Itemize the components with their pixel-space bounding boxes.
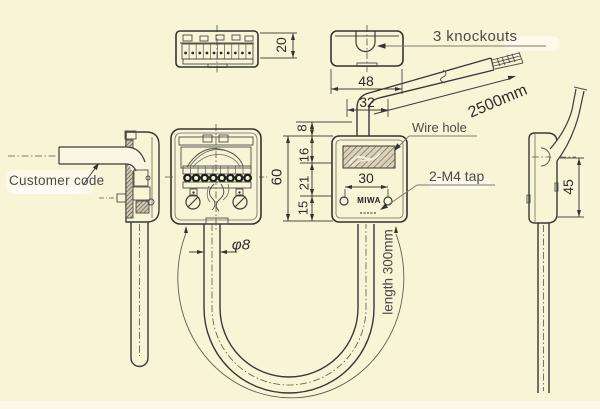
cable-diameter-label: φ8 <box>231 236 251 254</box>
dim-32-label: 32 <box>359 94 375 110</box>
side-view-left <box>8 130 160 368</box>
miwa-logo: MIWA <box>357 196 381 205</box>
customer-code-label: Customer code <box>9 173 105 188</box>
dim-20-label: 20 <box>273 37 289 53</box>
dim-20 <box>260 32 297 59</box>
dim-48-label: 48 <box>358 73 374 89</box>
top-view-connector <box>175 25 259 73</box>
wire-hole-label: Wire hole <box>412 120 467 135</box>
top-view-cover <box>330 25 404 72</box>
paper-smudge <box>505 36 560 51</box>
cable-diameter-dim <box>189 250 237 254</box>
dim-15-label: 15 <box>295 200 311 216</box>
loop-length-dim <box>177 226 405 399</box>
erased-text-smear <box>12 187 80 194</box>
knockouts-label: 3 knockouts <box>433 28 518 45</box>
side-view-right <box>526 86 588 393</box>
back-view <box>331 135 408 223</box>
dim-45 <box>557 157 584 218</box>
paper-smudge <box>428 178 490 189</box>
cable-2500 <box>356 51 524 136</box>
dim-21-label: 21 <box>296 175 312 191</box>
wire-hole-leader <box>394 135 477 151</box>
m4-tap-leader <box>380 184 495 210</box>
m4-tap-left <box>339 196 349 206</box>
wire-hole-area <box>342 145 396 169</box>
dim-chain <box>283 121 352 222</box>
dim-16-label: 16 <box>296 147 312 163</box>
paper-edge <box>0 401 600 409</box>
dim-45-label: 45 <box>560 179 576 195</box>
dim-48 <box>330 69 403 94</box>
loop-length-label: length 300mm <box>380 229 396 315</box>
dim-30-label: 30 <box>358 170 374 186</box>
dim-60-label: 60 <box>268 168 286 186</box>
customer-code-leader <box>82 163 99 186</box>
m4-tap-label: 2-M4 tap <box>429 168 485 184</box>
front-view <box>165 124 267 230</box>
dim-8-label: 8 <box>294 124 310 132</box>
knockouts-leader <box>377 43 546 49</box>
cable-loop <box>203 224 375 394</box>
dim-32 <box>346 99 389 117</box>
